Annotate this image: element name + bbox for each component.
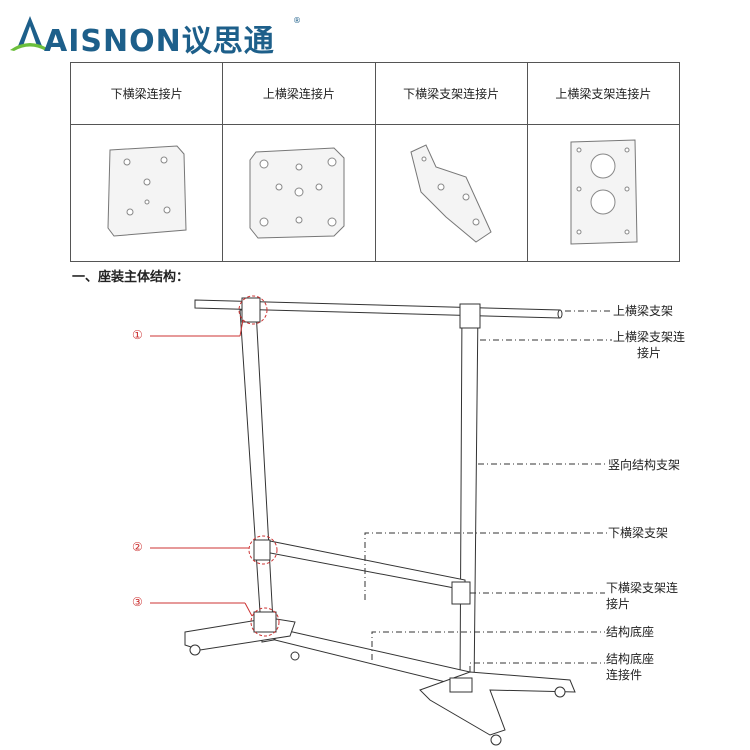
logo-text: AISNON议思通 [44, 24, 275, 59]
section-title: 一、座装主体结构： [72, 270, 190, 285]
callout-3: ③ [132, 595, 143, 609]
callout-2: ② [132, 540, 143, 554]
right-foot [419, 671, 576, 736]
label-upright: 竖向结构支架 [608, 458, 681, 472]
callout-1: ① [132, 328, 143, 342]
left-upright [239, 309, 275, 643]
part-image-upper-beam-plate [222, 124, 376, 262]
label-lower-beam-plate: 下横梁支架连接片 [606, 581, 679, 611]
part-image-lower-beam-plate [69, 124, 224, 262]
logo-arch-icon [10, 16, 50, 51]
label-base: 结构底座 [606, 625, 655, 639]
part-image-upper-bracket-plate [526, 124, 681, 262]
header-lower-beam-plate: 下横梁连接片 [69, 62, 224, 125]
label-top-beam: 上横梁支架 [613, 304, 674, 318]
label-base-connector: 结构底座连接件 [606, 652, 655, 682]
part-image-lower-bracket-plate [374, 124, 528, 262]
label-top-beam-plate: 上横梁支架连接片 [613, 330, 686, 360]
header-upper-beam-plate: 上横梁连接片 [222, 62, 376, 125]
label-lower-beam: 下横梁支架 [608, 526, 669, 540]
header-lower-bracket-plate: 下横梁支架连接片 [374, 62, 528, 125]
parts-table: 下横梁连接片 上横梁连接片 下横梁支架连接片 上横梁支架连接片 [69, 62, 681, 262]
header-upper-bracket-plate: 上横梁支架连接片 [526, 62, 681, 125]
registered-mark: ® [293, 16, 301, 25]
brand-logo: AISNON议思通 ® [10, 8, 301, 59]
